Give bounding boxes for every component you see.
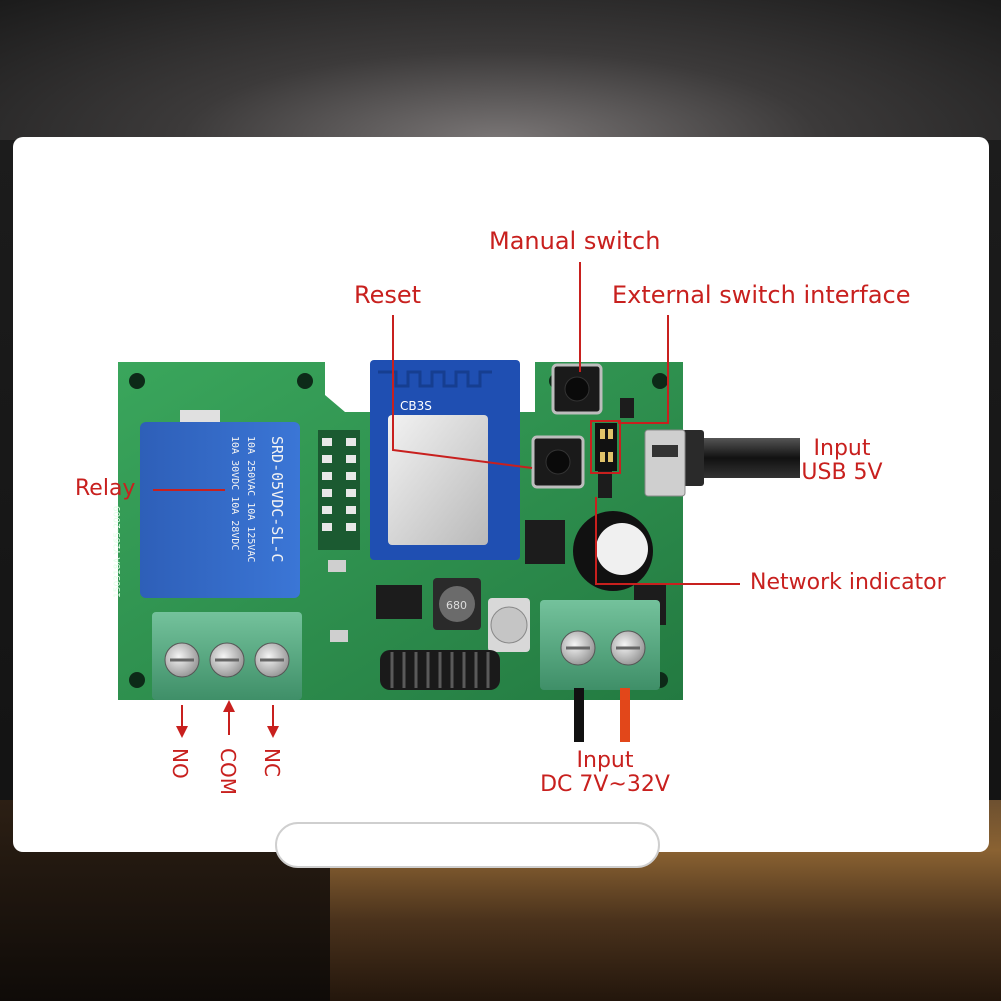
manual-switch-button <box>551 363 603 415</box>
arrowheads <box>176 700 279 738</box>
antenna-coil <box>380 650 500 690</box>
capacitor <box>573 511 653 591</box>
relay-component: SRD-05VDC-SL-C 10A 250VAC 10A 125VAC 10A… <box>113 410 300 598</box>
no-label: NO <box>168 748 192 779</box>
input-usb-label: Input USB 5V <box>800 436 884 486</box>
relay-model-text: SRD-05VDC-SL-C <box>268 436 286 562</box>
reset-button <box>531 435 585 489</box>
module-label: CB3S <box>400 399 432 413</box>
com-label: COM <box>216 748 240 795</box>
pcb-code-text: 150318A Y265-2009 <box>113 506 123 598</box>
input-dc-label: Input DC 7V~32V <box>538 748 672 798</box>
input-dc-line1: Input <box>576 748 634 773</box>
external-switch-label: External switch interface <box>612 281 911 309</box>
relay-rating-1: 10A 250VAC 10A 125VAC <box>245 436 256 562</box>
manual-switch-label: Manual switch <box>489 227 661 255</box>
inductor-label: 680 <box>446 599 467 612</box>
network-indicator-label: Network indicator <box>750 570 946 595</box>
relay-label: Relay <box>75 476 136 501</box>
decorative-pill <box>275 822 660 868</box>
dc-terminal-block <box>540 600 660 742</box>
input-dc-line2: DC 7V~32V <box>540 772 670 798</box>
callout-lines <box>153 262 740 735</box>
relay-terminal-block <box>152 612 302 700</box>
input-usb-line1: Input <box>813 436 871 461</box>
background-top <box>0 0 1001 140</box>
nc-label: NC <box>260 748 284 777</box>
external-switch-header <box>595 423 617 471</box>
wifi-module: CB3S <box>370 360 520 560</box>
input-usb-line2: USB 5V <box>801 460 883 486</box>
usb-cable <box>644 429 800 497</box>
reset-label: Reset <box>354 281 422 309</box>
relay-rating-2: 10A 30VDC 10A 28VDC <box>229 436 240 550</box>
pin-header <box>318 430 360 550</box>
